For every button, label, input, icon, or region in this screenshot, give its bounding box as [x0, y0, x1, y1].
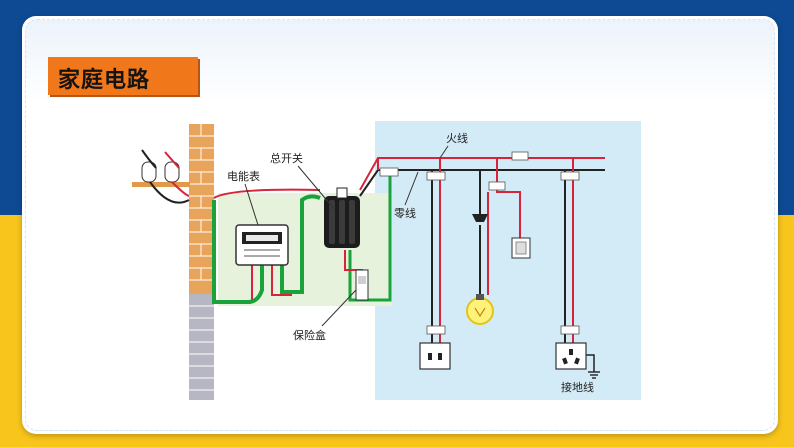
- leader-fuse-box: [321, 289, 357, 327]
- junction-left-outlet: [426, 325, 446, 335]
- branch-lamp-wiring: [479, 158, 521, 295]
- indoor-panel: [375, 121, 641, 400]
- meter-wiring: [212, 175, 392, 304]
- label-meter: 电能表: [227, 169, 260, 183]
- slide-title-box: 家庭电路: [48, 57, 198, 95]
- wall: [189, 124, 214, 400]
- junction-entry: [379, 167, 399, 177]
- electric-meter: [235, 224, 289, 266]
- main-switch: [324, 187, 360, 248]
- label-main-switch: 总开关: [270, 151, 303, 165]
- leader-neutral-wire: [404, 171, 419, 206]
- live-and-neutral-lines: [359, 157, 605, 197]
- label-live-wire: 火线: [446, 131, 468, 145]
- ground-icon: [588, 371, 600, 379]
- leader-live-wire: [439, 145, 449, 159]
- junction-right-top: [560, 171, 580, 181]
- junction-left-top: [426, 171, 446, 181]
- leader-main-switch: [297, 165, 336, 211]
- fuse-box: [355, 269, 369, 301]
- branch-left-outlet-wiring: [431, 158, 441, 348]
- slide-title: 家庭电路: [58, 67, 151, 92]
- lamp-holder: [472, 214, 488, 222]
- leader-meter: [244, 183, 259, 226]
- junction-lamp: [488, 181, 506, 191]
- label-neutral-wire: 零线: [394, 206, 416, 220]
- label-fuse-box: 保险盒: [293, 328, 326, 342]
- service-entrance-insulators: [132, 149, 190, 204]
- label-ground-wire: 接地线: [561, 380, 594, 394]
- light-bulb: [466, 294, 494, 325]
- junction-right-outlet: [560, 325, 580, 335]
- wall-light-switch: [511, 237, 531, 259]
- two-pin-outlet: [419, 342, 451, 370]
- three-pin-outlet: [555, 342, 587, 370]
- junction-lamp-top: [511, 151, 529, 161]
